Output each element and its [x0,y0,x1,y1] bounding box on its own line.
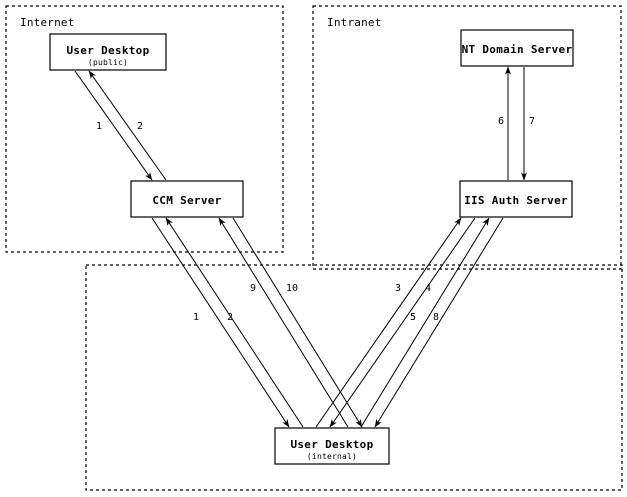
node-ccm-server[interactable]: CCM Server [130,180,244,218]
flow-step-label-3: 3 [395,283,401,294]
zone-label-internet: Internet [20,16,75,29]
flow-arrows [74,66,528,428]
node-box-nt-domain-server[interactable] [460,29,574,67]
flow-step-label-4: 4 [425,283,431,294]
flow-arrow-1-ccm-server-to-user-desktop-internal [151,217,290,428]
node-title-nt-domain-server: NT Domain Server [462,43,573,56]
node-title-iis-auth-server: IIS Auth Server [464,194,568,207]
node-subtitle-user-desktop-public: (public) [88,58,128,67]
node-box-ccm-server[interactable] [130,180,244,218]
node-title-ccm-server: CCM Server [152,194,221,207]
flow-step-label-8: 8 [433,312,439,323]
node-user-desktop-internal[interactable]: User Desktop(internal) [274,427,390,465]
node-nt-domain-server[interactable]: NT Domain Server [460,29,574,67]
flow-arrow-3-user-desktop-internal-to-iis-auth-server [315,217,462,428]
flow-arrow-10-ccm-server-to-user-desktop-internal [232,217,363,428]
flow-arrow-2-user-desktop-internal-to-ccm-server [165,217,304,428]
flow-step-label-1: 1 [193,312,199,323]
node-subtitle-user-desktop-internal: (internal) [307,452,357,461]
flow-arrow-8-iis-auth-server-to-user-desktop-internal [374,217,504,428]
flow-arrow-4-iis-auth-server-to-user-desktop-internal [329,217,476,428]
flow-step-label-6: 6 [498,116,504,127]
node-iis-auth-server[interactable]: IIS Auth Server [459,180,573,218]
node-box-user-desktop-public[interactable] [49,33,167,71]
flow-arrow-9-user-desktop-internal-to-ccm-server [218,217,349,428]
flow-step-label-1: 1 [96,121,102,132]
flow-arrow-5-user-desktop-internal-to-iis-auth-server [360,217,490,428]
node-title-user-desktop-public: User Desktop [66,44,149,57]
flow-step-label-5: 5 [410,312,416,323]
zone-boundary-intranet [312,5,622,270]
flow-step-label-2: 2 [137,121,143,132]
zone-boundaries: Internet Intranet [5,5,623,491]
flow-step-labels: 1 2 1 2 9 10 3 4 5 8 6 7 [96,116,535,323]
flow-step-label-7: 7 [529,116,535,127]
node-title-user-desktop-internal: User Desktop [290,438,373,451]
zone-boundary-internet [5,5,284,253]
flow-arrow-2-ccm-server-to-user-desktop-public [88,70,167,181]
flow-step-label-9: 9 [250,283,256,294]
node-user-desktop-public[interactable]: User Desktop(public) [49,33,167,71]
node-box-iis-auth-server[interactable] [459,180,573,218]
flow-step-label-10: 10 [286,283,298,294]
flow-arrow-1-user-desktop-public-to-ccm-server [74,70,153,181]
zone-label-intranet: Intranet [327,16,382,29]
flow-step-label-2: 2 [227,312,233,323]
node-box-user-desktop-internal[interactable] [274,427,390,465]
zone-boundary-internal [85,264,623,491]
